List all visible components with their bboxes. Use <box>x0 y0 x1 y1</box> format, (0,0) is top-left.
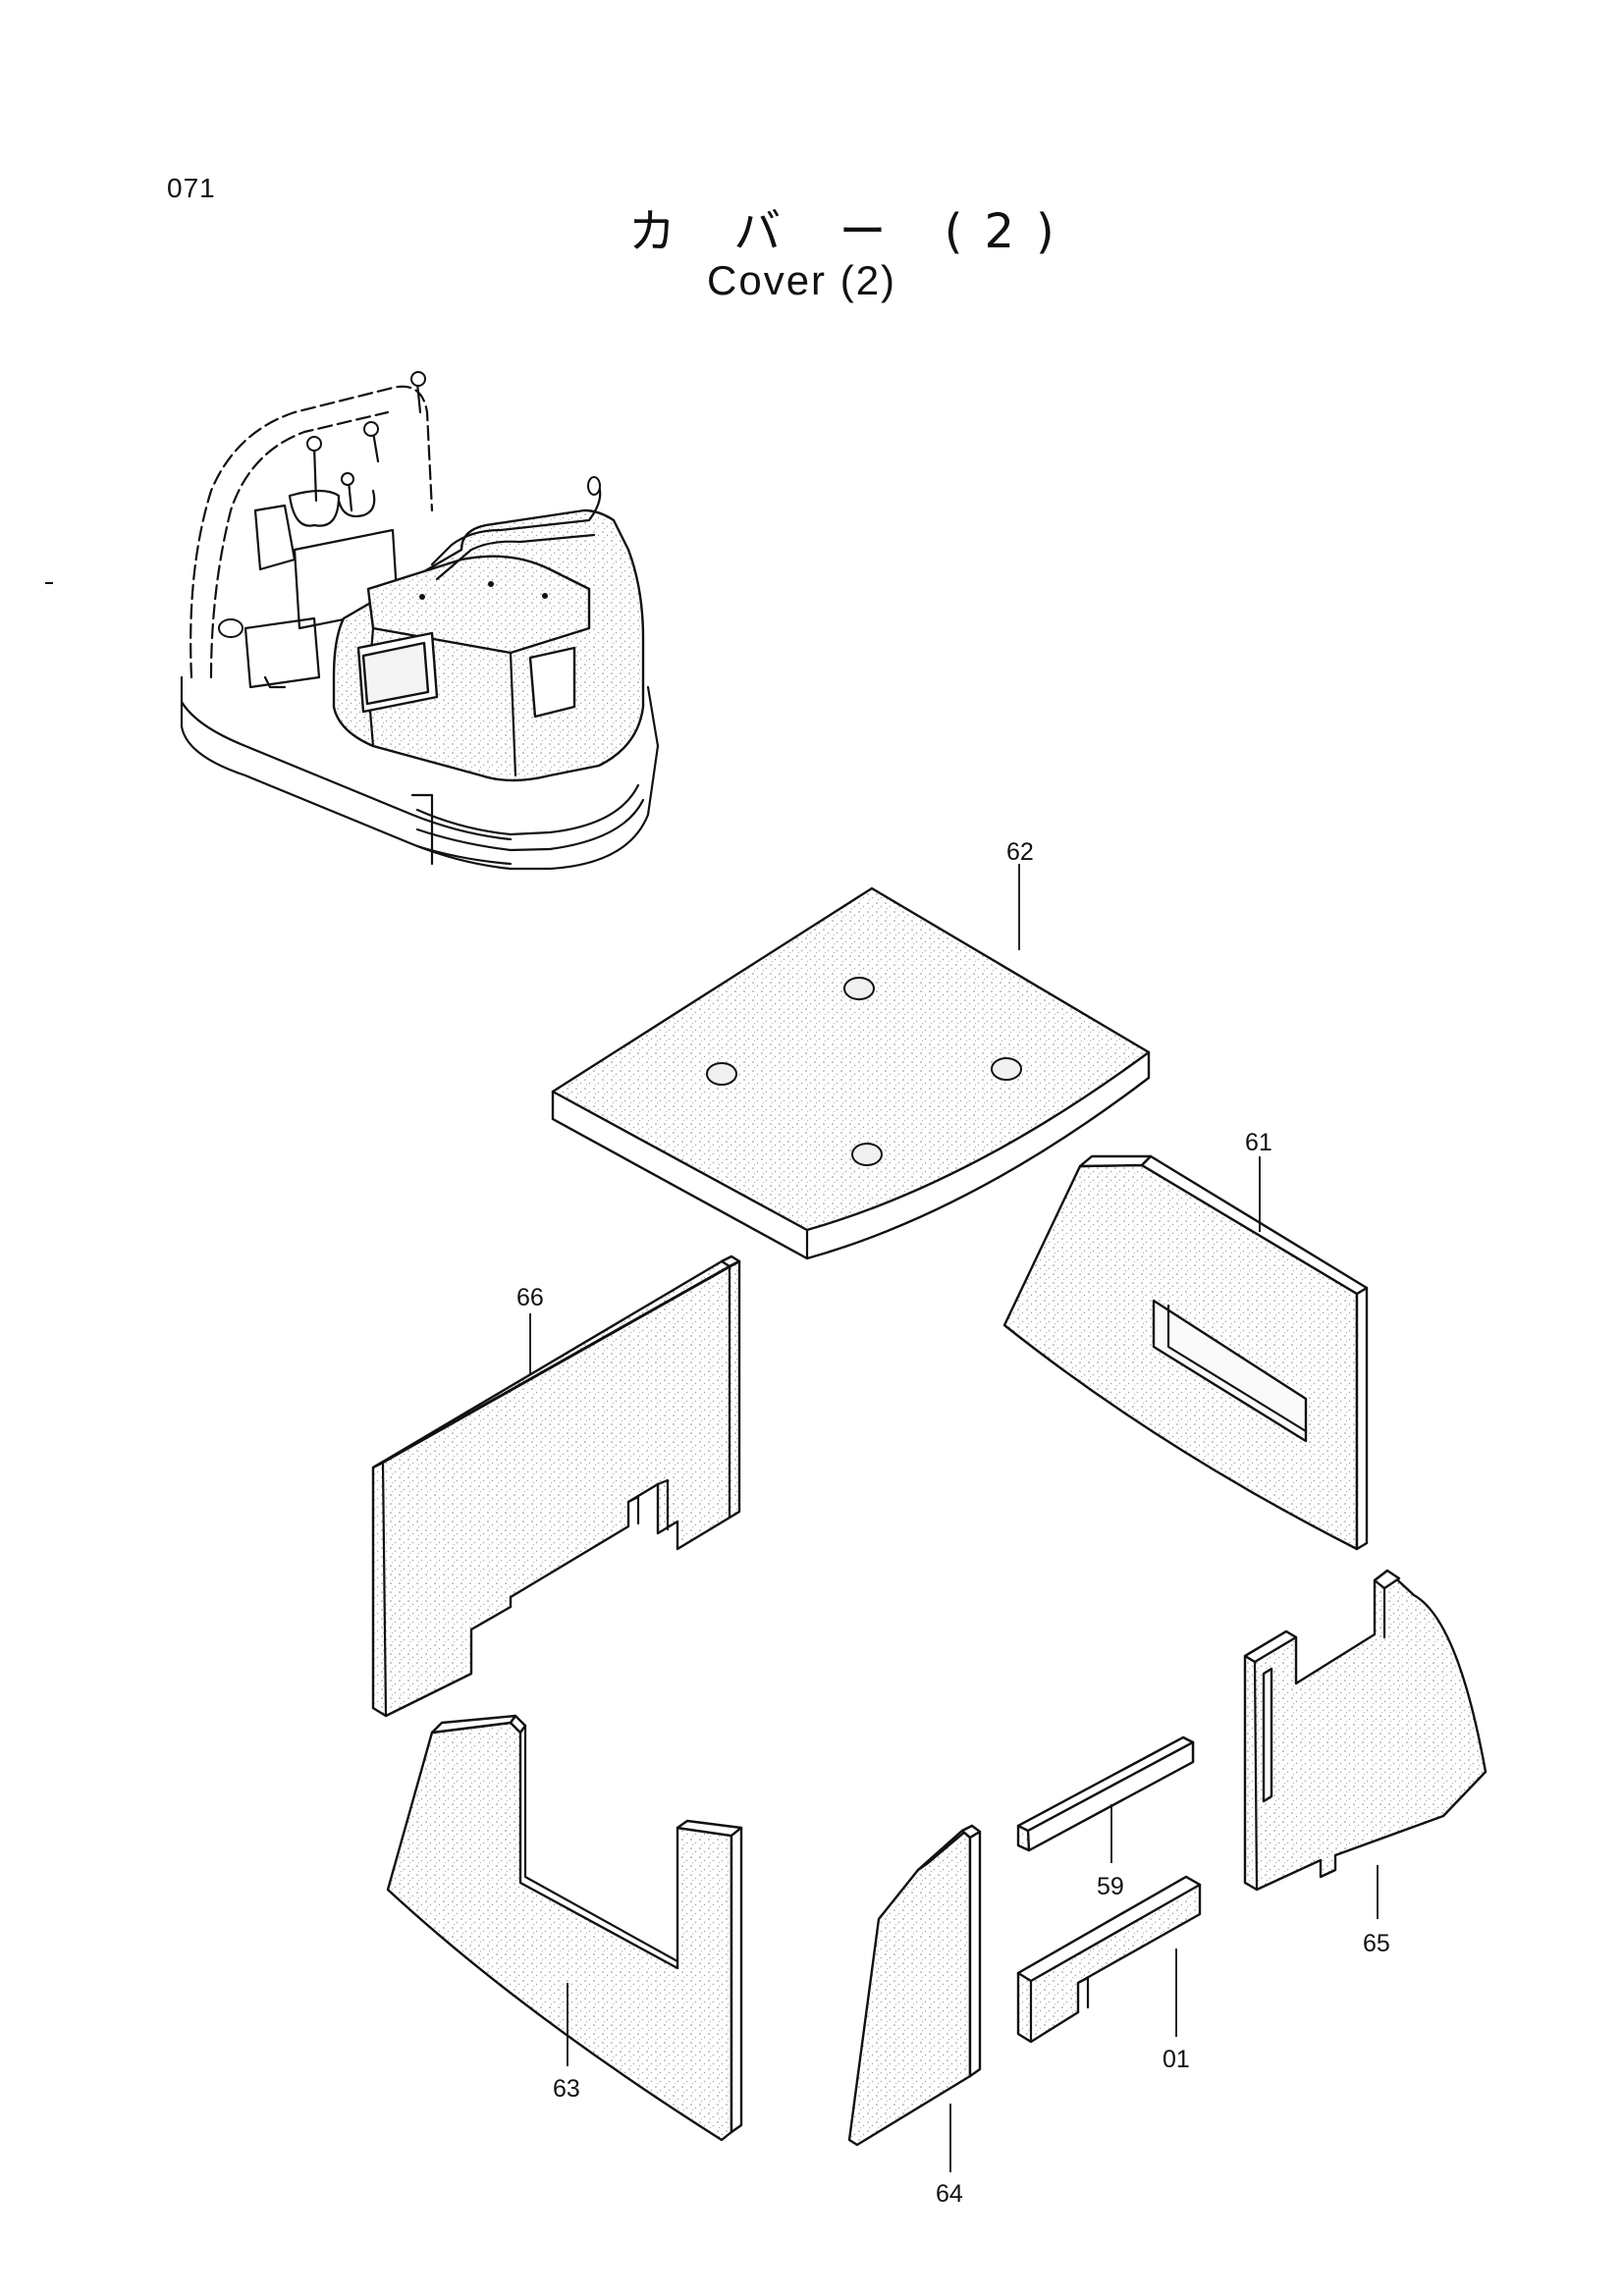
callout-63: 63 <box>553 2075 580 2103</box>
part-59-bar <box>1016 1735 1195 1852</box>
callout-64: 64 <box>936 2180 963 2208</box>
callout-62: 62 <box>1006 838 1034 866</box>
part-61-side-panel <box>1002 1154 1369 1551</box>
page-title-japanese: カ バ ー (2) <box>628 204 1076 259</box>
part-65-side-panel <box>1243 1569 1488 1892</box>
callout-01: 01 <box>1163 2046 1190 2073</box>
callout-leaders <box>529 864 1379 2172</box>
page-number: 071 <box>167 173 216 203</box>
callout-59: 59 <box>1097 1873 1124 1900</box>
part-01-bracket <box>1016 1875 1202 2044</box>
part-63-lower-panel <box>386 1714 743 2142</box>
part-62-top-plate <box>551 886 1151 1260</box>
machine-overview-illustration <box>180 371 660 871</box>
part-66-rear-panel <box>371 1255 741 1718</box>
part-64-small-panel <box>847 1824 982 2147</box>
callout-65: 65 <box>1363 1930 1390 1957</box>
callout-61: 61 <box>1245 1129 1272 1156</box>
page-title-english: Cover (2) <box>707 257 897 303</box>
callout-66: 66 <box>516 1284 544 1311</box>
